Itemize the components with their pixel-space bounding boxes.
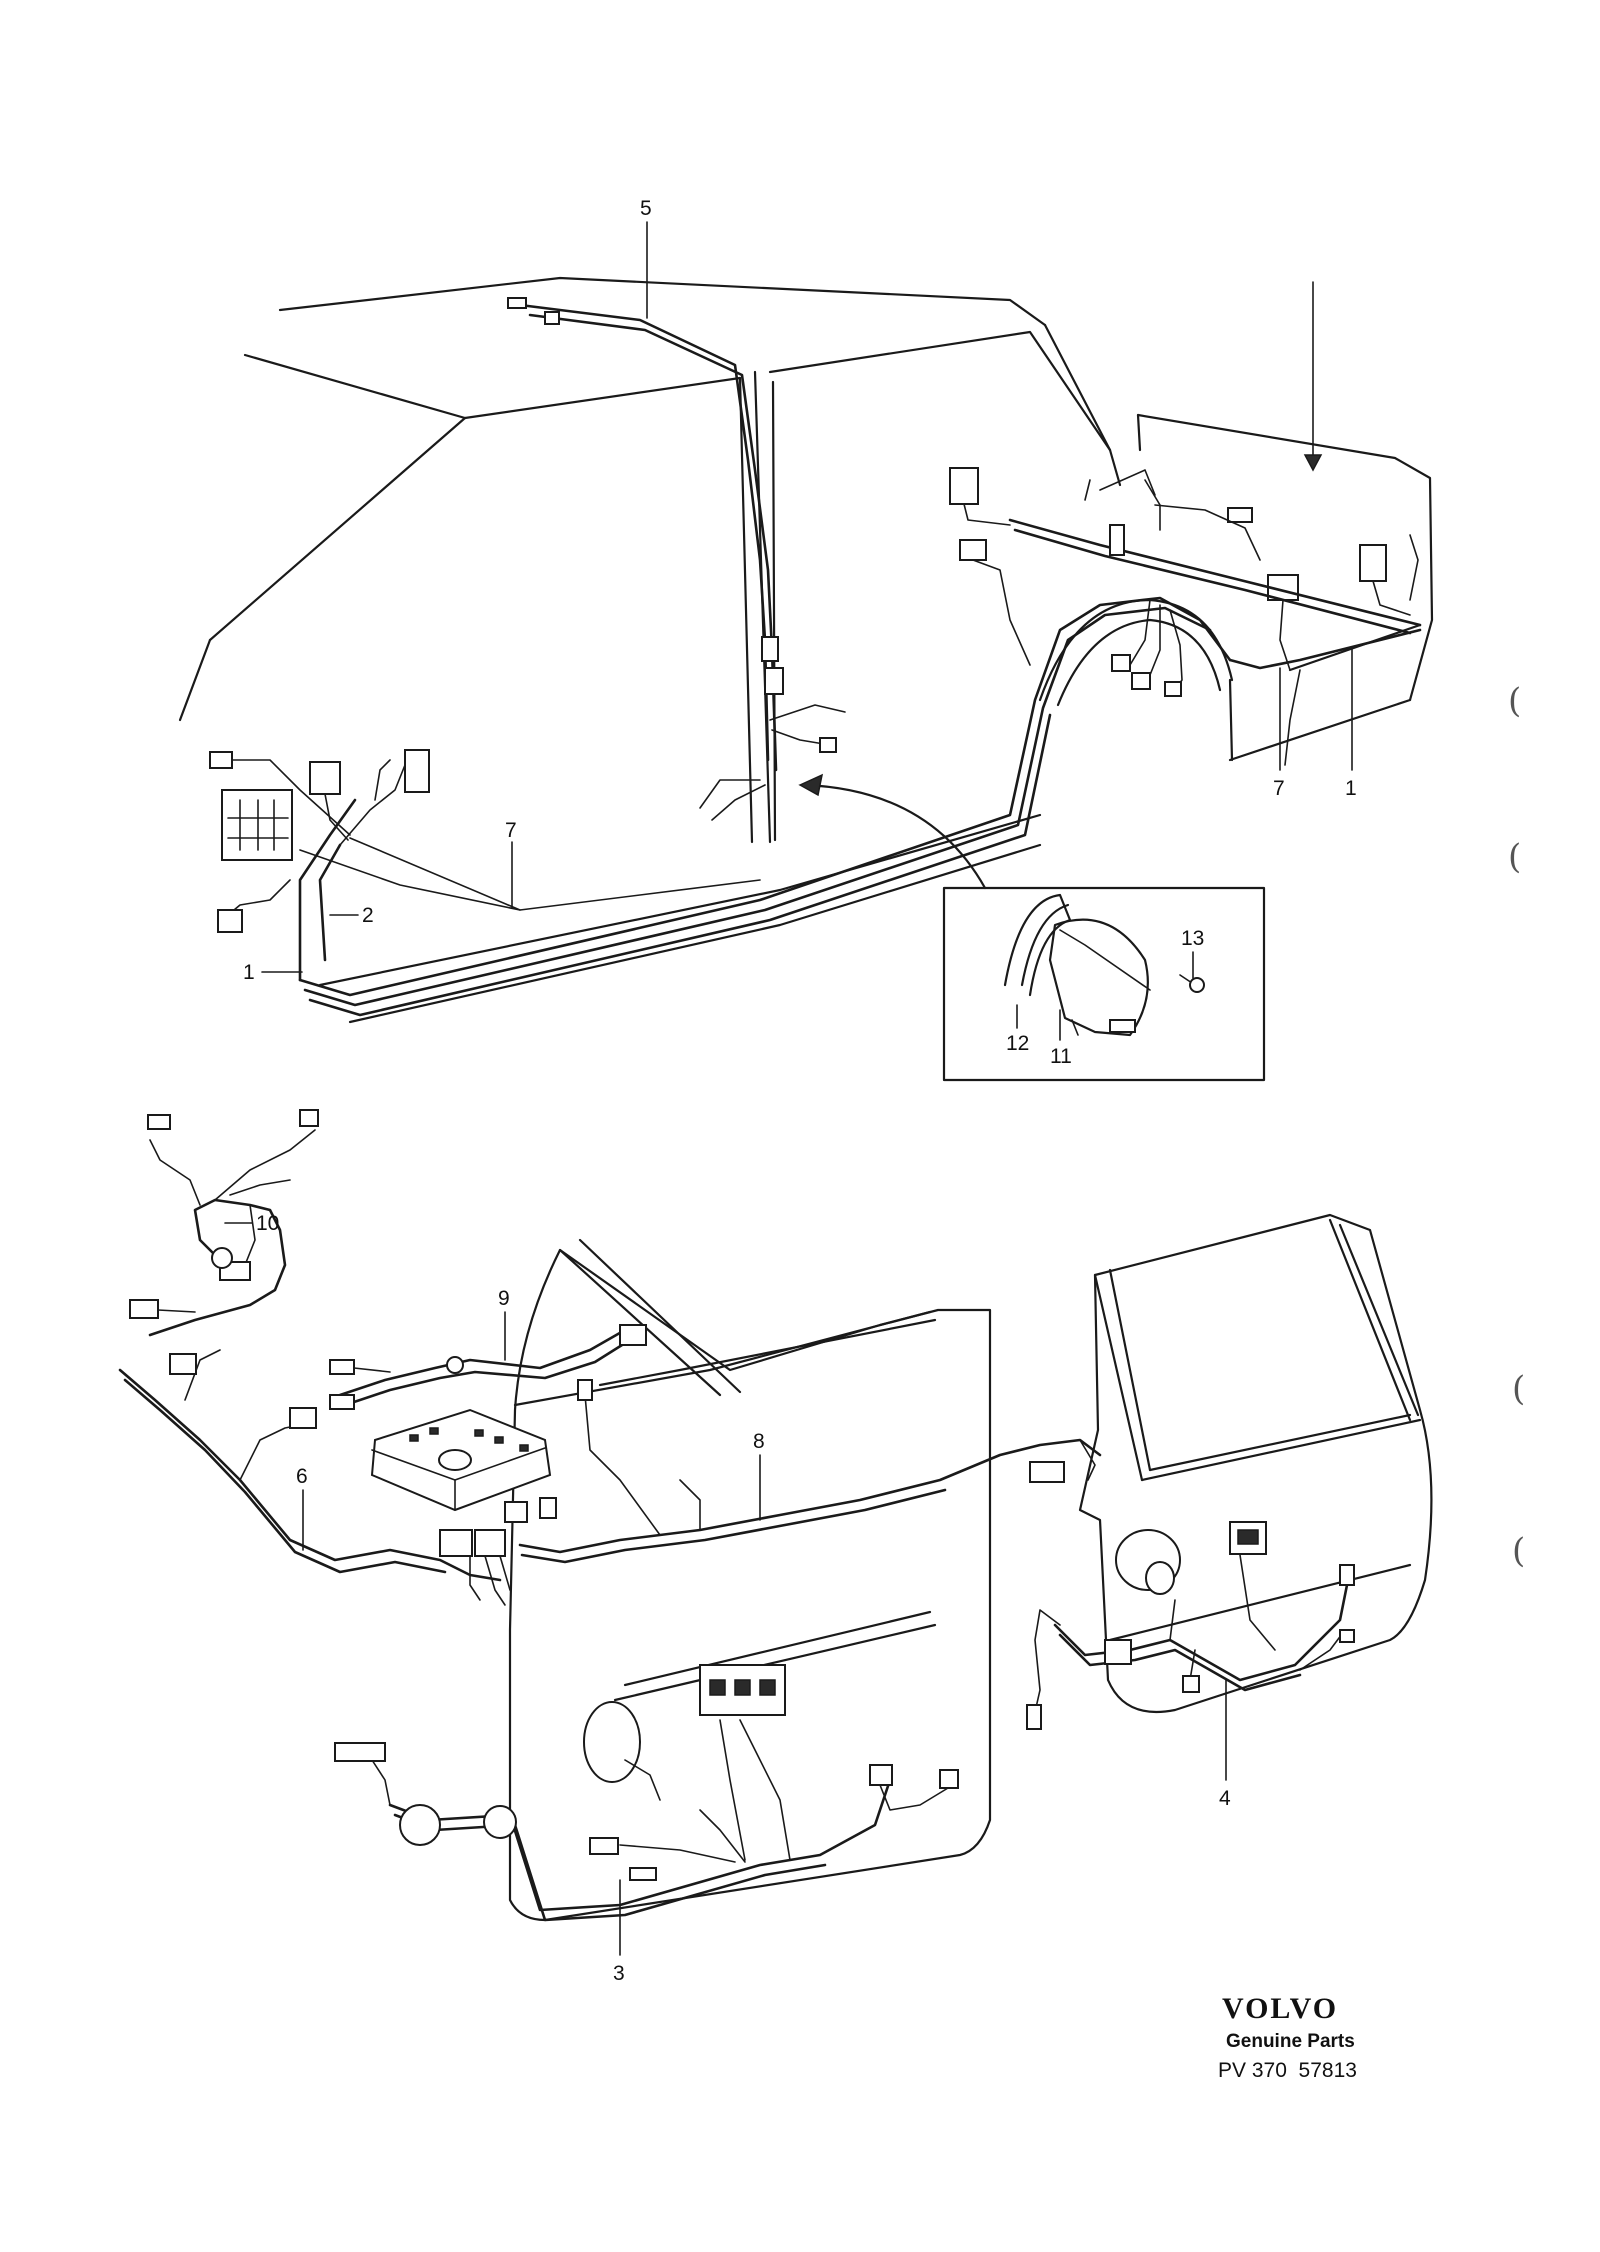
- callout-9: 9: [498, 1287, 510, 1310]
- callout-13: 13: [1181, 927, 1204, 950]
- edge-mark: (: [1508, 837, 1521, 877]
- callout-leaders: [224, 221, 1353, 1956]
- part-number: PV 370 57813: [1218, 2059, 1357, 2082]
- harness-6: [118, 1349, 552, 1606]
- callout-5: 5: [640, 197, 652, 220]
- callout-10: 10: [256, 1212, 279, 1235]
- volvo-logo: VOLVO: [1222, 1992, 1338, 2025]
- antenna: [1267, 281, 1323, 671]
- edge-mark: (: [1512, 1531, 1525, 1571]
- callout-3: 3: [613, 1962, 625, 1985]
- harness-dashboard-10: [129, 1109, 319, 1337]
- callout-7-left: 7: [505, 819, 517, 842]
- callout-8: 8: [753, 1430, 765, 1453]
- edge-marks: ( ( ( (: [1508, 681, 1525, 1571]
- harness-sill: [349, 669, 1301, 911]
- harness-roof-pillar: [507, 297, 846, 821]
- edge-mark: (: [1512, 1369, 1525, 1409]
- rear-door: [1026, 1213, 1433, 1730]
- callout-6: 6: [296, 1465, 308, 1488]
- callout-2: 2: [362, 904, 374, 927]
- front-door: [334, 1238, 992, 1922]
- brand-block: VOLVO Genuine Parts PV 370 57813: [1218, 1992, 1357, 2082]
- callout-1-left: 1: [243, 961, 255, 984]
- edge-mark: (: [1508, 681, 1521, 721]
- callout-4: 4: [1219, 1787, 1231, 1810]
- inset-detail-box: [798, 773, 1266, 1082]
- harness-9: [329, 1324, 647, 1410]
- callout-7-right: 7: [1273, 777, 1285, 800]
- callout-12: 12: [1006, 1032, 1029, 1055]
- callout-11: 11: [1050, 1045, 1072, 1068]
- callout-1-right: 1: [1345, 777, 1357, 800]
- callout-labels: 5 2 7 1 7 1 13 12 11 10 9 8 6 3 4: [243, 197, 1357, 1985]
- genuine-parts-label: Genuine Parts: [1226, 2031, 1355, 2052]
- harness-8: [504, 1379, 1102, 1564]
- harness-main-floor: [209, 467, 1422, 1017]
